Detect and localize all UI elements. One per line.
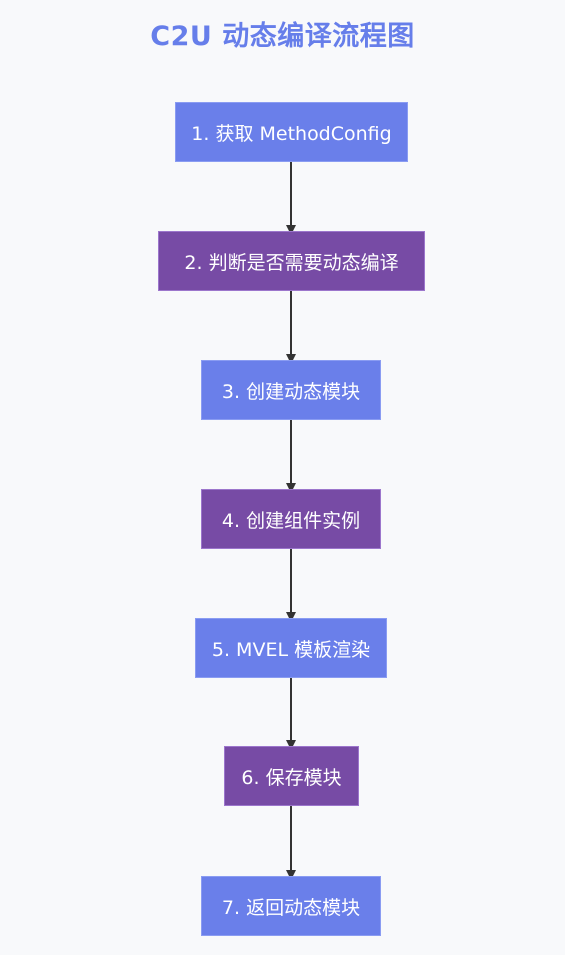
flow-step-4: 4. 创建组件实例 (201, 489, 381, 549)
flow-step-7-label: 7. 返回动态模块 (221, 896, 361, 919)
flow-step-5: 5. MVEL 模板渲染 (195, 618, 387, 678)
flow-step-5-label: 5. MVEL 模板渲染 (211, 638, 371, 661)
flow-step-3-label: 3. 创建动态模块 (221, 380, 361, 403)
flow-step-6: 6. 保存模块 (224, 746, 359, 806)
flow-step-2: 2. 判断是否需要动态编译 (158, 231, 425, 291)
flow-step-2-label: 2. 判断是否需要动态编译 (184, 251, 399, 274)
flow-step-3: 3. 创建动态模块 (201, 360, 381, 420)
diagram-title: C2U 动态编译流程图 (150, 21, 415, 52)
flow-step-1-label: 1. 获取 MethodConfig (191, 122, 392, 145)
flow-step-6-label: 6. 保存模块 (241, 766, 342, 789)
flow-step-4-label: 4. 创建组件实例 (221, 509, 361, 532)
flow-step-7: 7. 返回动态模块 (201, 876, 381, 936)
flow-step-1: 1. 获取 MethodConfig (175, 102, 408, 162)
